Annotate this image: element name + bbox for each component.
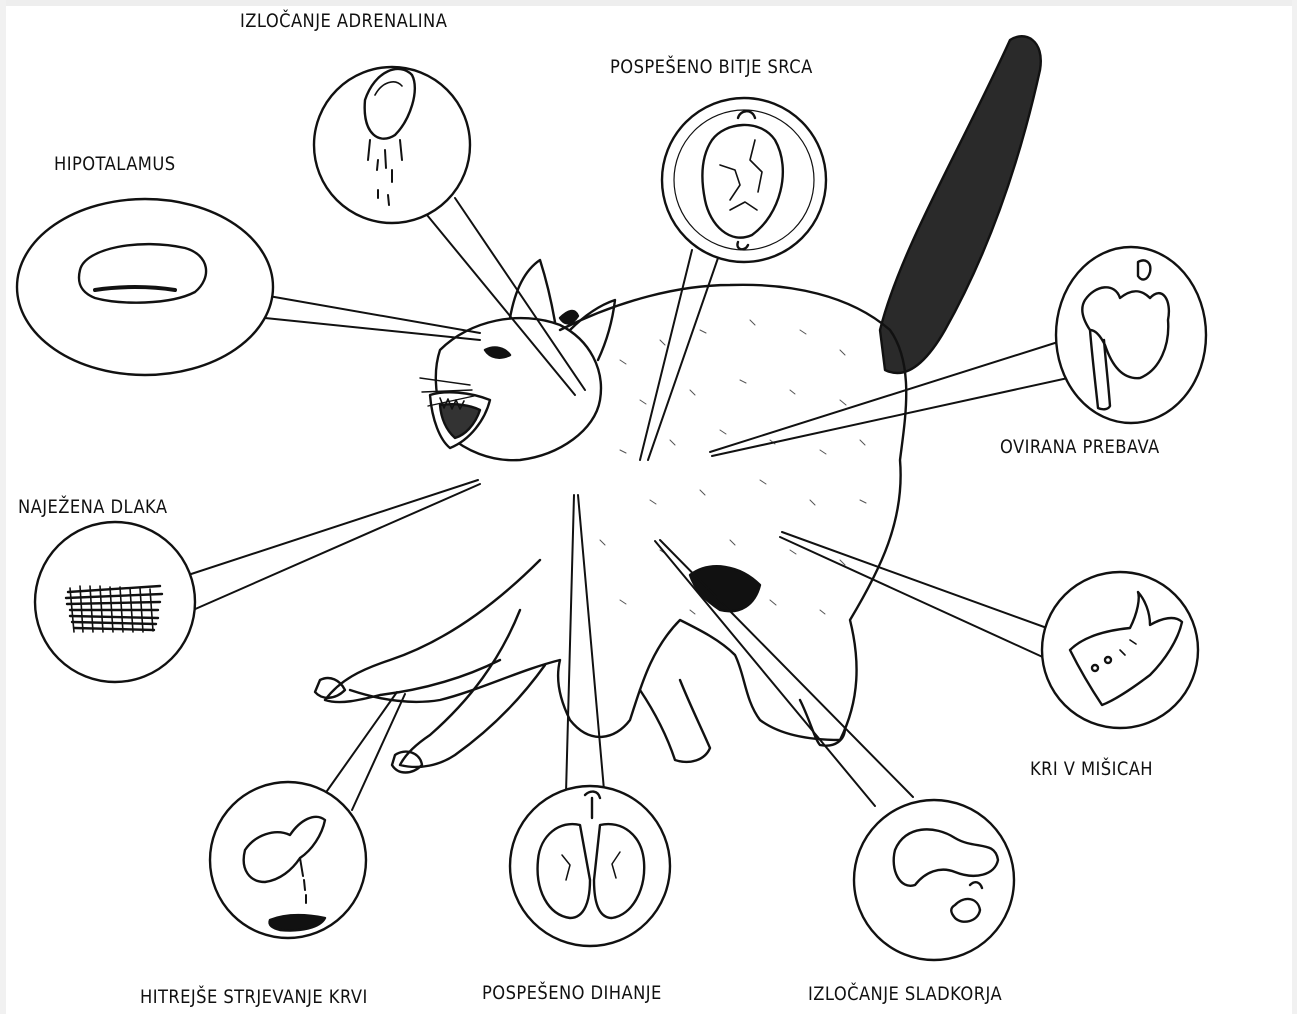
- pointer-fur: [182, 480, 480, 610]
- label-muscles: KRI V MIŠICAH: [1030, 758, 1153, 780]
- label-breathing: POSPEŠENO DIHANJE: [482, 982, 662, 1004]
- pointer-heart: [640, 250, 718, 460]
- circle-breathing: [510, 786, 670, 946]
- pointer-adrenalin: [427, 198, 585, 395]
- pointer-hypothalamus: [263, 295, 480, 340]
- detail-circles: [17, 67, 1206, 960]
- label-digestion: OVIRANA PREBAVA: [1000, 436, 1160, 458]
- pointer-clotting: [322, 692, 405, 810]
- circle-sugar: [854, 800, 1014, 960]
- label-fur: NAJEŽENA DLAKA: [18, 496, 168, 518]
- label-adrenalin: IZLOČANJE ADRENALINA: [240, 10, 447, 32]
- circle-adrenalin: [314, 67, 470, 223]
- label-clotting: HITREJŠE STRJEVANJE KRVI: [140, 986, 368, 1008]
- label-heart: POSPEŠENO BITJE SRCA: [610, 56, 813, 78]
- cat-body: [350, 285, 906, 740]
- cat-eye: [485, 348, 510, 358]
- label-hypothalamus: HIPOTALAMUS: [54, 153, 176, 175]
- circle-digestion: [1056, 247, 1206, 423]
- cat-tail: [880, 36, 1041, 373]
- cat-hind-leg-left: [640, 680, 710, 762]
- pointer-muscles: [780, 532, 1058, 659]
- label-sugar: IZLOČANJE SLADKORJA: [808, 983, 1002, 1005]
- cat-belly-patch: [690, 566, 760, 611]
- cat-front-leg-left: [325, 560, 540, 702]
- pointer-breathing: [566, 495, 604, 793]
